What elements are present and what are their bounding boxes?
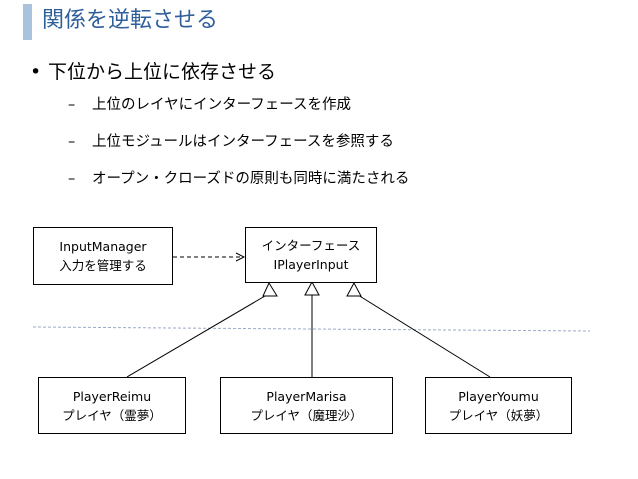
sub-bullet-2: –上位モジュールはインターフェースを参照する [68, 130, 394, 154]
sub-bullet-text: オープン・クローズドの原則も同時に満たされる [92, 171, 410, 187]
realization-line-youmu [357, 294, 491, 378]
interface-name: IPlayerInput [273, 257, 349, 272]
layer-divider [32, 326, 591, 332]
sub-bullet-marker: – [68, 171, 76, 187]
player-youmu-desc: プレイヤ（妖夢） [448, 407, 549, 423]
input-manager-desc: 入力を管理する [59, 258, 147, 273]
input-manager-box: InputManager 入力を管理する [33, 227, 173, 285]
realization-arrowhead-reimu [262, 281, 278, 297]
input-manager-name: InputManager [59, 239, 147, 254]
player-reimu-box: PlayerReimu プレイヤ（霊夢） [38, 377, 186, 434]
player-marisa-box: PlayerMarisa プレイヤ（魔理沙） [220, 377, 393, 434]
player-marisa-desc: プレイヤ（魔理沙） [250, 407, 363, 423]
player-youmu-name: PlayerYoumu [458, 388, 539, 404]
slide-title: 関係を逆転させる [42, 8, 219, 33]
sub-bullet-1: –上位のレイヤにインターフェースを作成 [68, 93, 351, 117]
main-bullet-text: 下位から上位に依存させる [48, 61, 277, 83]
player-reimu-desc: プレイヤ（霊夢） [62, 407, 162, 423]
interface-label: インターフェース [261, 238, 361, 253]
player-marisa-name: PlayerMarisa [266, 388, 347, 404]
interface-box: インターフェース IPlayerInput [245, 227, 377, 283]
sub-bullet-3: –オープン・クローズドの原則も同時に満たされる [68, 167, 409, 191]
title-accent-bar [23, 4, 32, 40]
bullet-marker: • [30, 61, 42, 83]
sub-bullet-text: 上位モジュールはインターフェースを参照する [92, 134, 394, 150]
realization-arrowhead-marisa [304, 280, 320, 296]
sub-bullet-text: 上位のレイヤにインターフェースを作成 [92, 97, 351, 113]
player-reimu-name: PlayerReimu [72, 388, 152, 404]
main-bullet: • 下位から上位に依存させる [30, 57, 276, 87]
sub-bullet-marker: – [68, 97, 76, 113]
realization-line-reimu [126, 295, 266, 378]
sub-bullet-marker: – [68, 134, 76, 150]
player-youmu-box: PlayerYoumu プレイヤ（妖夢） [425, 377, 572, 434]
dependency-arrowhead [235, 252, 246, 262]
realization-arrowhead-youmu [346, 281, 362, 297]
